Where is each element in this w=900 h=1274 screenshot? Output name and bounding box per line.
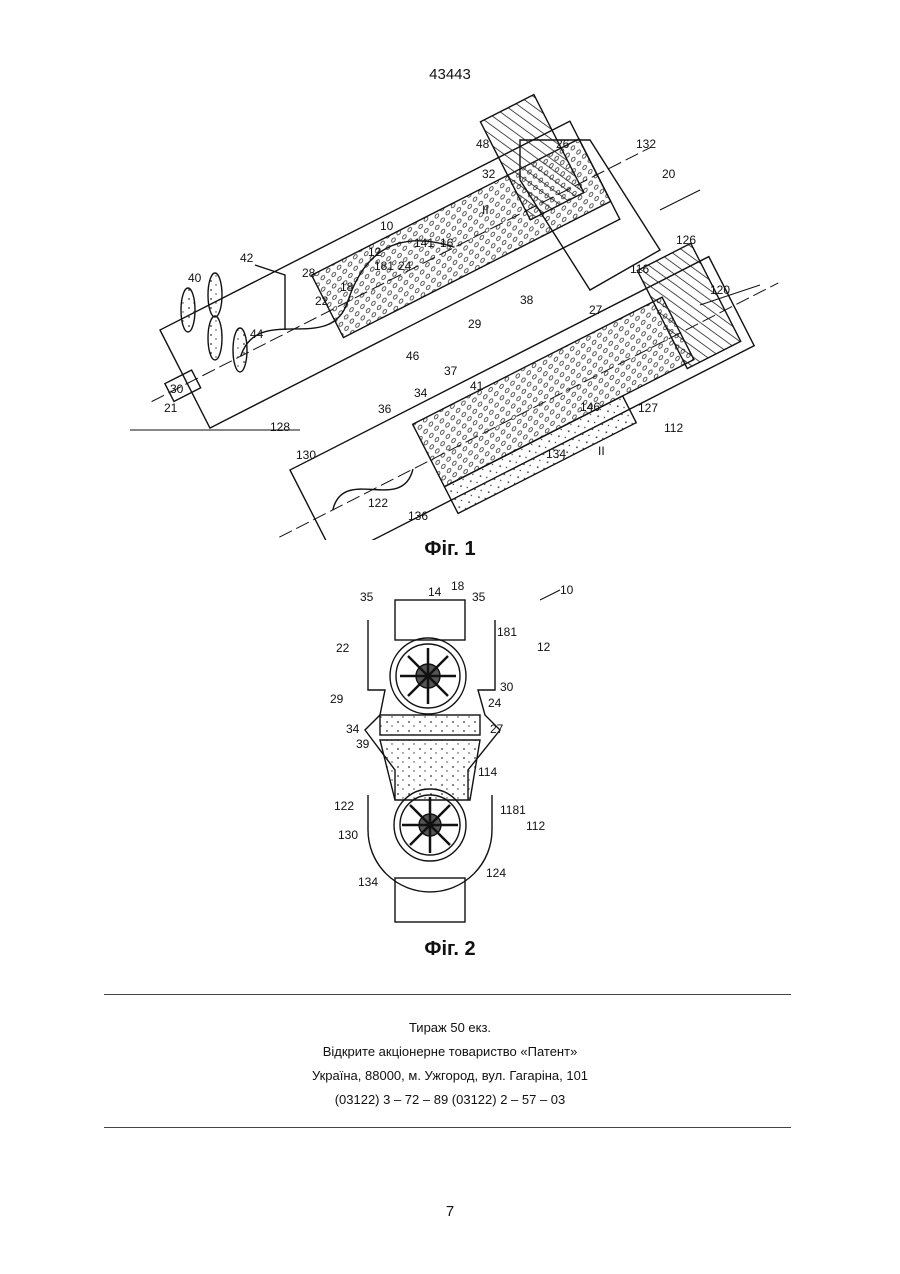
svg-text:27: 27 [490,722,504,736]
svg-text:22: 22 [336,641,350,655]
svg-text:124: 124 [486,866,506,880]
svg-text:112: 112 [526,819,545,833]
svg-text:130: 130 [338,828,358,842]
bottom-divider [104,1127,791,1128]
imprint-phones: (03122) 3 – 72 – 89 (03122) 2 – 57 – 03 [0,1088,900,1111]
svg-text:14: 14 [428,585,442,599]
svg-text:1181: 1181 [500,803,526,817]
svg-text:30: 30 [500,680,514,694]
svg-text:12: 12 [537,640,551,654]
figure-2-caption: Фіг. 2 [0,938,900,961]
svg-text:39: 39 [356,737,370,751]
svg-text:114: 114 [478,765,497,779]
page-number: 7 [0,1203,900,1220]
imprint-address: Україна, 88000, м. Ужгород, вул. Гагарін… [0,1064,900,1087]
figure-2-drawing: 35 14 18 35 10 181 12 22 30 29 24 34 27 39 114 122… [0,0,900,960]
svg-text:29: 29 [330,692,344,706]
svg-text:10: 10 [560,583,574,597]
svg-text:35: 35 [472,590,486,604]
svg-text:134: 134 [358,875,378,889]
svg-text:34: 34 [346,722,360,736]
top-divider [104,994,791,995]
svg-text:24: 24 [488,696,502,710]
svg-text:181: 181 [497,625,517,639]
imprint-publisher: Відкрите акціонерне товариство «Патент» [0,1040,900,1063]
svg-text:18: 18 [451,579,465,593]
svg-text:122: 122 [334,799,354,813]
imprint-circulation: Тираж 50 екз. [0,1016,900,1039]
svg-text:35: 35 [360,590,374,604]
